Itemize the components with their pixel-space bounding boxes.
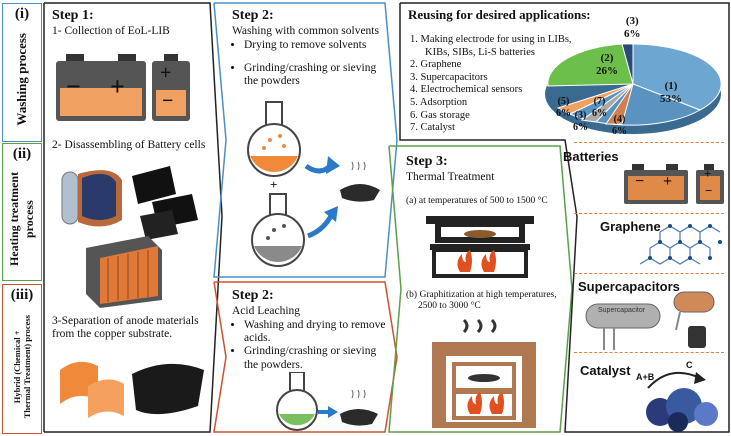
pie-label-1-pct: 53% [660, 92, 682, 105]
app-graphene-label: Graphene [600, 219, 661, 234]
apps-battery2-minus: − [705, 183, 713, 198]
app-catalyst-label: Catalyst [580, 363, 631, 378]
pie-label-4-pct: 6% [612, 125, 627, 137]
pie-label-2: (2) 26% [596, 52, 618, 77]
divider-4 [574, 352, 724, 353]
step2a-bullet1: Drying to remove solvents [244, 39, 387, 52]
pie-label-3-bottom: (3) 6% [573, 110, 588, 133]
pie-label-5-idx: (5) [557, 96, 570, 107]
step1-title: Step 1: [52, 8, 94, 23]
supercapacitor-label: Supercapacitor [598, 307, 646, 314]
applications-pie-chart [545, 43, 722, 134]
pie-label-7-pct: 6% [592, 107, 607, 119]
reuse-item-5: 5. Adsorption [410, 96, 468, 108]
step3-subtitle: Thermal Treatment [406, 171, 495, 183]
step2a-title: Step 2: [232, 8, 274, 23]
apps-battery2-plus: + [704, 166, 712, 181]
battery1-minus: − [66, 72, 81, 101]
heating-process-panel: (ii) Heating treatment process [2, 143, 42, 281]
pie-label-5: (5) 6% [556, 96, 571, 119]
step2a-subtitle: Washing with common solvents [232, 25, 379, 37]
pie-label-3-top: (3) 6% [624, 15, 641, 40]
anode-separation-image [60, 361, 204, 418]
step2b-bullet1: Washing and drying to remove acids. [244, 319, 387, 345]
battery-icons [56, 54, 190, 121]
pie-label-3-bottom-idx: (3) [574, 110, 587, 121]
step1-item3-line1: 3-Separation of anode materials [52, 315, 199, 327]
reuse-item-1: 1. Making electrode for using in LIBs, [410, 34, 572, 45]
step2b-bullet2: Grinding/crashing or sieving the powders… [244, 345, 387, 371]
pie-label-3-top-pct: 6% [624, 27, 641, 40]
step3-b-line1: (b) Graphitization at high temperatures, [406, 290, 557, 300]
catalyst-product-label: C [686, 360, 693, 370]
battery2-minus: − [162, 90, 174, 112]
step2b-bullets: Washing and drying to remove acids. Grin… [232, 319, 387, 372]
furnace-heating-image [426, 216, 534, 278]
app-batteries-label: Batteries [563, 149, 619, 164]
supercapacitors-icon [585, 291, 715, 350]
step3-b: (b) Graphitization at high temperatures,… [406, 290, 557, 312]
hybrid-process-panel: (iii) Hybrid (Chemical + Thermal Treatme… [2, 284, 42, 434]
reuse-item-7: 7. Catalyst [410, 122, 455, 134]
catalyst-reaction-label: A+B [636, 372, 655, 382]
flask-orange [247, 101, 301, 177]
app-supercapacitors-label: Supercapacitors [578, 279, 680, 294]
pie-label-7: (7) 6% [592, 96, 607, 119]
pie-label-5-pct: 6% [556, 107, 571, 119]
step3-b-line2: 2500 to 3000 °C [418, 300, 481, 311]
washing-process-panel: (i) Washing process [2, 3, 42, 142]
pie-label-4-idx: (4) [613, 114, 626, 125]
step1-item3-line2: from the copper substrate. [52, 328, 173, 341]
battery1-plus: + [110, 72, 125, 101]
reuse-item-1b: KIBs, SIBs, Li-S batteries [425, 46, 535, 58]
apps-battery1-minus: − [635, 173, 645, 190]
divider-3 [574, 273, 724, 274]
disassembled-cells-image [61, 166, 198, 308]
step2b-subtitle: Acid Leaching [232, 305, 301, 317]
step2a-bullet2: Grinding/crashing or sieving the powders [244, 62, 387, 88]
washing-roman: (i) [14, 6, 30, 22]
reuse-item-4: 4. Electrochemical sensors [410, 84, 523, 96]
divider-2 [574, 213, 724, 214]
reuse-item-6: 6. Gas storage [410, 109, 470, 121]
reuse-list: 1. Making electrode for using in LIBs, K… [410, 34, 572, 135]
arrow-to-powder [304, 156, 380, 239]
graphitization-furnace-image [432, 318, 536, 428]
battery2-plus: + [160, 62, 172, 84]
pie-label-1-idx: (1) [664, 80, 678, 92]
pie-label-4: (4) 6% [612, 114, 627, 137]
plus-sign: + [270, 177, 278, 192]
step1-item1: 1- Collection of EoL-LIB [52, 25, 170, 37]
step1-item3: 3-Separation of anode materials from the… [52, 315, 199, 341]
step3-title: Step 3: [406, 154, 448, 169]
pie-label-2-pct: 26% [596, 64, 618, 77]
step2b-title: Step 2: [232, 288, 274, 303]
pie-label-3-bottom-pct: 6% [573, 121, 588, 133]
reuse-item-2: 2. Graphene [410, 59, 462, 71]
pie-label-2-idx: (2) [600, 52, 614, 64]
hybrid-roman: (iii) [10, 287, 34, 303]
reuse-item-3: 3. Supercapacitors [410, 71, 488, 83]
catalyst-icon [646, 371, 718, 432]
graphene-lattice-icon [639, 224, 722, 265]
pie-label-3-top-idx: (3) [625, 15, 639, 27]
apps-battery1-plus: + [663, 173, 673, 190]
divider-1 [574, 142, 724, 143]
pie-label-1: (1) 53% [660, 80, 682, 105]
pie-label-7-idx: (7) [593, 96, 606, 107]
flask-grey [251, 193, 305, 267]
step2a-bullets: Drying to remove solvents Grinding/crash… [232, 39, 387, 89]
step3-a: (a) at temperatures of 500 to 1500 °C [406, 196, 548, 206]
heating-roman: (ii) [12, 146, 32, 162]
flask-green [276, 372, 378, 431]
reuse-title: Reusing for desired applications: [408, 7, 591, 22]
step1-item2: 2- Disassembling of Battery cells [52, 139, 206, 151]
batteries-icon [624, 164, 724, 204]
